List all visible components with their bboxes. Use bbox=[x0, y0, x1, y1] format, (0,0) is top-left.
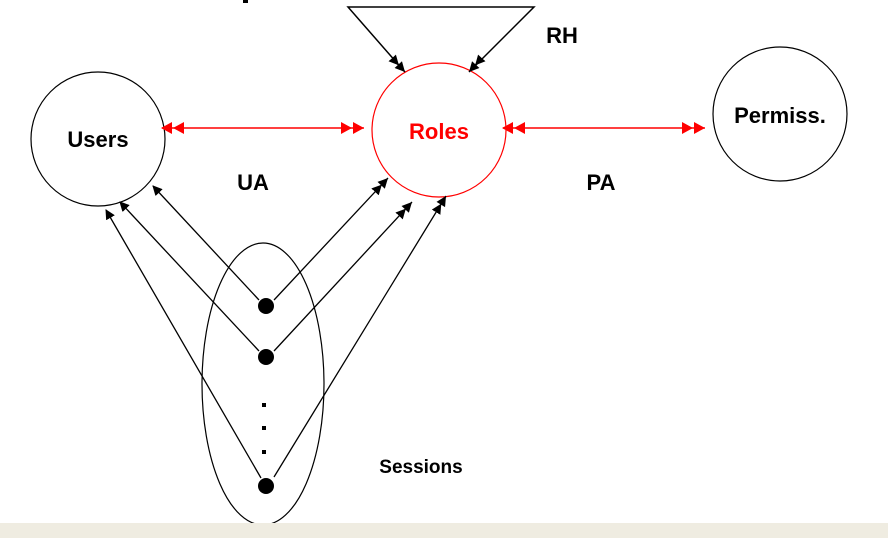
users-circle bbox=[30, 71, 166, 207]
title-fragment bbox=[243, 0, 248, 3]
session-role-arrow-2 bbox=[273, 201, 413, 352]
permissions-node[interactable]: Permiss. bbox=[712, 46, 848, 182]
rh-label: RH bbox=[546, 23, 578, 48]
ua-label: UA bbox=[237, 170, 269, 195]
permissions-label: Permiss. bbox=[734, 103, 826, 128]
sessions-label: Sessions bbox=[379, 457, 462, 478]
footer-bar bbox=[0, 523, 888, 538]
permissions-circle bbox=[712, 46, 848, 182]
users-label: Users bbox=[67, 127, 128, 152]
rh-arrow-left bbox=[388, 54, 406, 73]
roles-label: Roles bbox=[409, 119, 469, 144]
users-node[interactable]: Users bbox=[30, 71, 166, 207]
session-dot-1[interactable] bbox=[258, 298, 274, 314]
session-role-arrow-1 bbox=[273, 177, 389, 301]
rh-hierarchy-loop bbox=[346, 6, 536, 73]
pa-label: PA bbox=[587, 170, 616, 195]
session-role-arrow-n bbox=[273, 195, 447, 478]
session-user-arrow-n bbox=[105, 209, 262, 479]
ellipsis-dot bbox=[262, 403, 266, 407]
session-dot-2[interactable] bbox=[258, 349, 274, 365]
session-user-arrow-2 bbox=[119, 201, 260, 352]
roles-node[interactable]: Roles bbox=[371, 62, 507, 198]
ellipsis-dot bbox=[262, 450, 266, 454]
ellipsis-dot bbox=[262, 426, 266, 430]
session-dot-n[interactable] bbox=[258, 478, 274, 494]
session-user-arrow-1 bbox=[152, 185, 260, 301]
rh-arrow-right bbox=[468, 54, 486, 73]
rh-loop-line bbox=[346, 6, 536, 72]
